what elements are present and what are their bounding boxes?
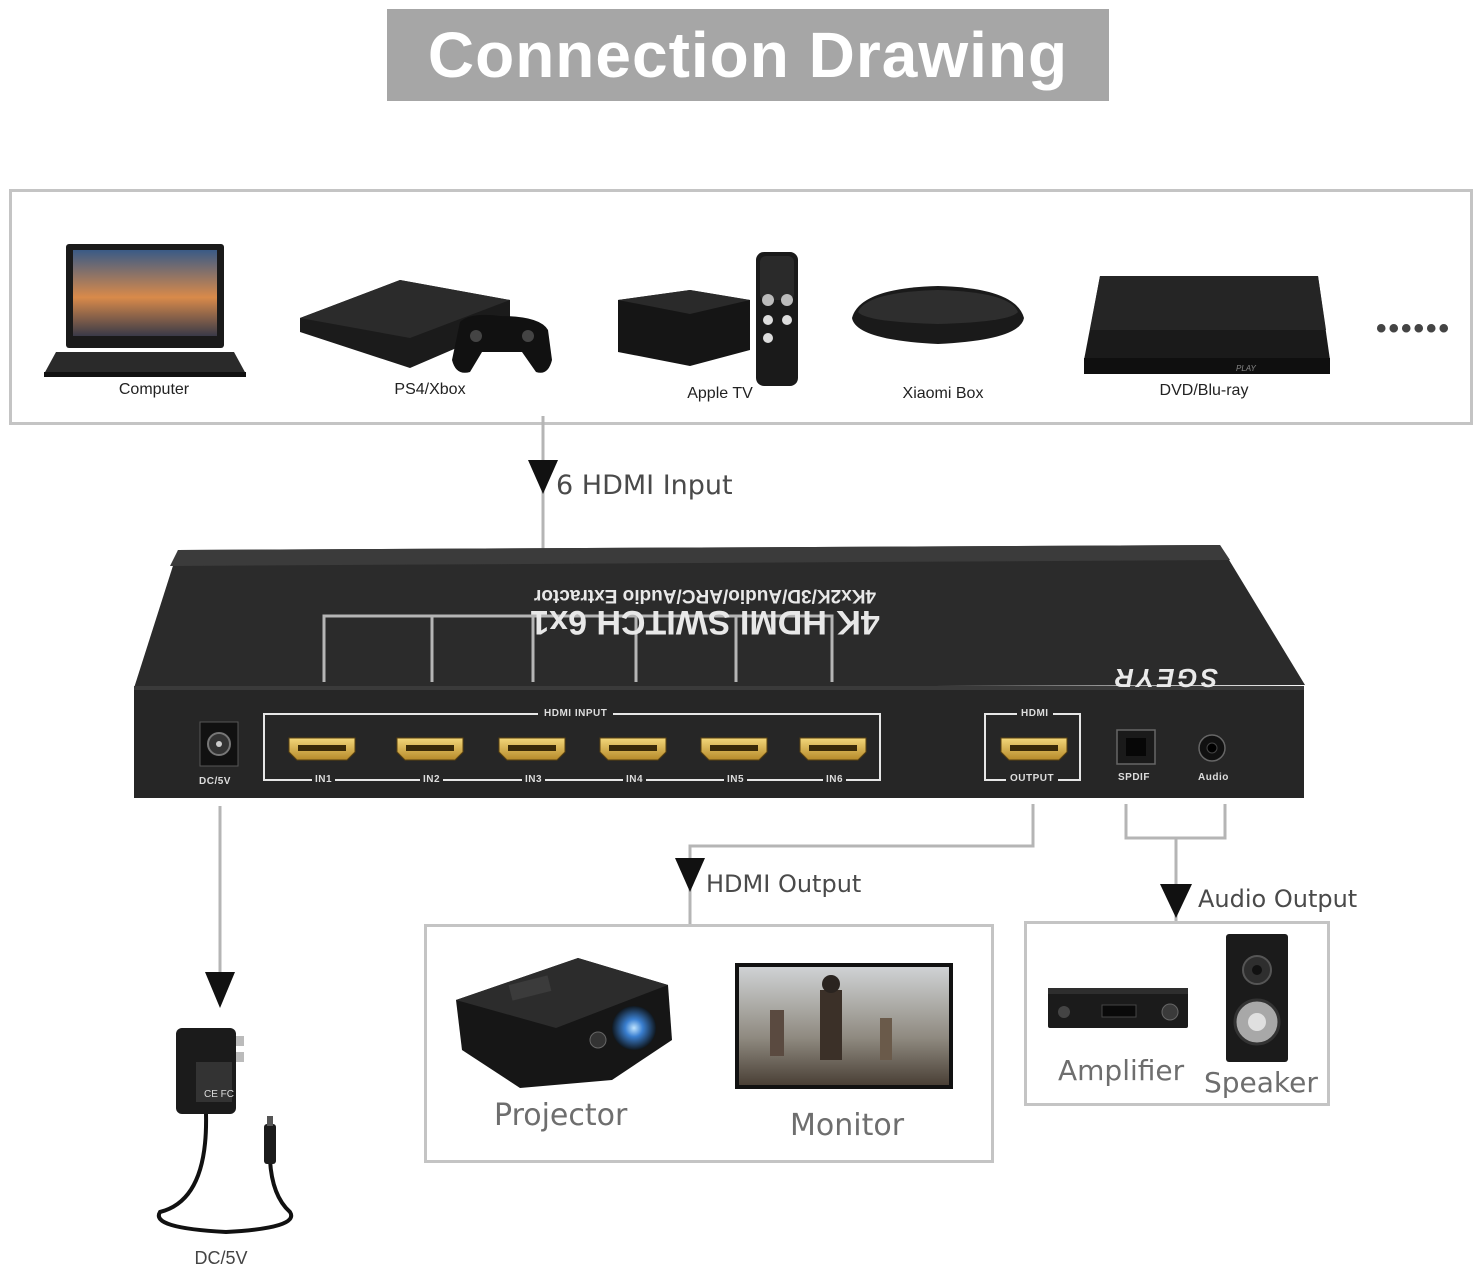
- input-arrow-icon: [528, 460, 558, 494]
- hdmi-input-port-label: IN4: [623, 774, 647, 785]
- svg-text:PLAY: PLAY: [1236, 364, 1257, 373]
- apple-tv-image: [618, 252, 798, 386]
- speaker-image: [1226, 934, 1288, 1062]
- computer-image: [44, 244, 246, 377]
- output-port-label: OUTPUT: [1006, 773, 1059, 784]
- speaker-label: Speaker: [1204, 1066, 1318, 1099]
- title-banner: Connection Drawing: [387, 9, 1109, 101]
- amplifier-label: Amplifier: [1058, 1054, 1185, 1087]
- ps4-xbox-image: [300, 280, 552, 373]
- hdmi-output-arrow-icon: [675, 858, 705, 892]
- output-group-label: HDMI: [1017, 708, 1053, 719]
- audio-port-label: Audio: [1198, 772, 1229, 783]
- amplifier-image: [1048, 988, 1188, 1028]
- page-title: Connection Drawing: [427, 19, 1069, 91]
- hdmi-output-label: HDMI Output: [706, 870, 862, 898]
- device-model-text: 4K HDMI SWITCH 6x1: [530, 603, 880, 641]
- xiaomi-box-image: [852, 286, 1024, 344]
- projector-image: [456, 958, 672, 1088]
- input-distribution-lines: [322, 614, 834, 682]
- svg-text:CE FC: CE FC: [204, 1089, 234, 1100]
- more-devices-indicator: ••••••: [1376, 312, 1452, 345]
- dc-port-label: DC/5V: [199, 776, 231, 787]
- hdmi-input-port-label: IN1: [312, 774, 336, 785]
- hdmi-input-port-label: IN6: [823, 774, 847, 785]
- audio-output-label: Audio Output: [1198, 885, 1358, 913]
- dc-power-port: [199, 721, 239, 767]
- power-adapter-image: CE FC: [156, 1028, 294, 1235]
- device-brand-logo: SGEYR: [1111, 663, 1219, 693]
- source-label-apple-tv: Apple TV: [687, 385, 753, 402]
- source-label-dvd-bluray: DVD/Blu-ray: [1159, 382, 1249, 399]
- monitor-image: [735, 963, 953, 1089]
- monitor-label: Monitor: [790, 1108, 905, 1143]
- hdmi-input-ports: [288, 737, 867, 761]
- audio-output-arrow-icon: [1160, 884, 1192, 918]
- projector-label: Projector: [494, 1098, 628, 1133]
- hdmi-input-port-label: IN2: [420, 774, 444, 785]
- hdmi-input-label: 6 HDMI Input: [556, 470, 733, 501]
- hdmi-input-group-label: HDMI INPUT: [538, 708, 614, 719]
- source-label-xiaomi-box: Xiaomi Box: [902, 385, 984, 402]
- source-label-computer: Computer: [118, 381, 190, 398]
- dvd-bluray-image: PLAY: [1084, 276, 1330, 374]
- power-adapter-label: DC/5V: [194, 1248, 248, 1268]
- hdmi-input-port-label: IN5: [724, 774, 748, 785]
- source-label-ps4-xbox: PS4/Xbox: [394, 381, 466, 398]
- spdif-label: SPDIF: [1118, 772, 1150, 783]
- power-arrow-icon: [205, 972, 235, 1008]
- hdmi-input-port-label: IN3: [522, 774, 546, 785]
